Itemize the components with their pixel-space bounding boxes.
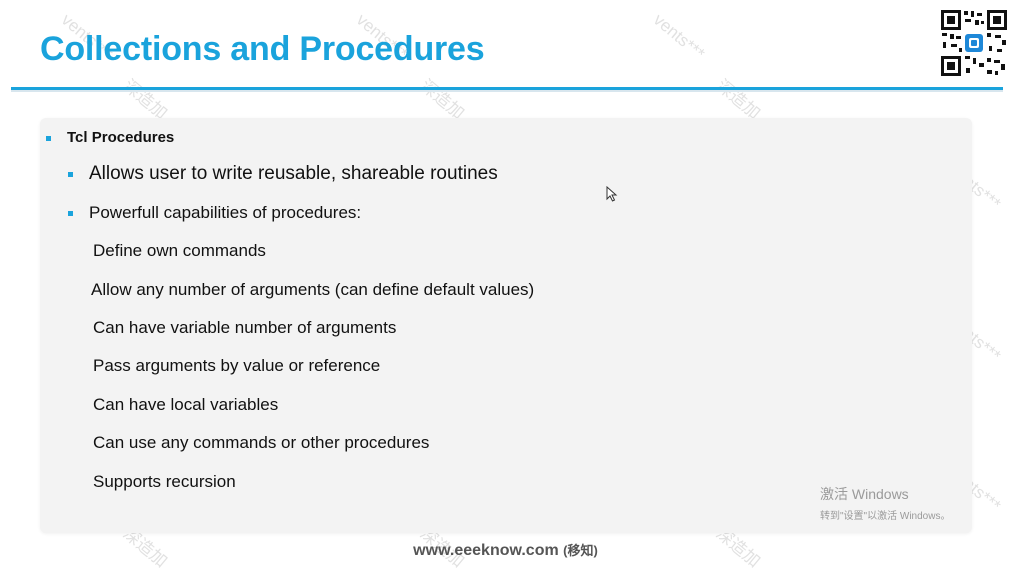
heading-tcl-procedures: Tcl Procedures xyxy=(67,129,175,146)
list-item: Allow any number of arguments (can defin… xyxy=(91,280,535,299)
footer-credit: www.eeeknow.com (移知) xyxy=(0,540,1011,560)
qr-code-icon xyxy=(939,8,1009,78)
footer-suffix: (移知) xyxy=(563,543,598,558)
list-item: Can have variable number of arguments xyxy=(93,318,397,337)
title-divider-shadow xyxy=(11,90,1003,92)
mouse-pointer-icon xyxy=(606,186,618,202)
list-item: Pass arguments by value or reference xyxy=(93,356,381,375)
activation-title: 激活 Windows xyxy=(820,486,909,502)
activation-hint: 转到"设置"以激活 Windows。 xyxy=(820,511,951,522)
page-title: Collections and Procedures xyxy=(40,30,485,68)
title-divider xyxy=(11,87,1003,90)
list-item: Supports recursion xyxy=(93,472,236,491)
watermark-text: 深造加 xyxy=(119,75,171,124)
list-item: Define own commands xyxy=(93,241,266,260)
list-item: Can have local variables xyxy=(93,395,279,414)
bullet-marker xyxy=(46,136,51,141)
watermark-text: 深造加 xyxy=(416,75,468,124)
footer-site: www.eeeknow.com xyxy=(413,542,559,559)
bullet-marker xyxy=(68,211,73,216)
windows-activation-notice: 激活 Windows 转到"设置"以激活 Windows。 xyxy=(820,484,950,522)
bullet-marker xyxy=(68,172,73,177)
watermark-text: vents*** xyxy=(649,10,709,64)
content-panel xyxy=(40,118,972,533)
list-item: Powerfull capabilities of procedures: xyxy=(89,203,362,222)
list-item: Allows user to write reusable, shareable… xyxy=(89,163,498,184)
list-item: Can use any commands or other procedures xyxy=(93,433,430,452)
watermark-text: 深造加 xyxy=(712,75,764,124)
